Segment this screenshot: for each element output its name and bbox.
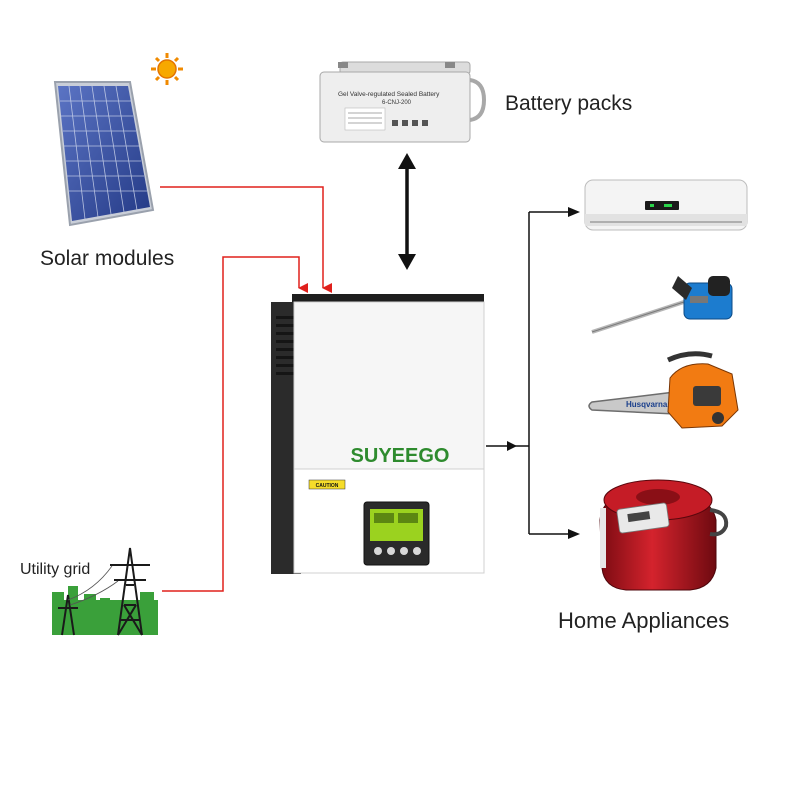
solar-panel-icon <box>53 81 155 227</box>
battery-icon: Gel Valve-regulated Sealed Battery 6-CNJ… <box>319 61 487 143</box>
chainsaw-icon: Husqvarna <box>588 351 739 429</box>
demolition-hammer-icon <box>591 276 733 334</box>
grid-to-inverter-line <box>162 256 308 592</box>
inverter-control-panel <box>363 501 430 566</box>
caution-label-box <box>308 479 346 490</box>
solar-modules-label: Solar modules <box>40 247 175 270</box>
utility-grid-label: Utility grid <box>20 561 91 578</box>
battery-title: Gel Valve-regulated Sealed Battery <box>338 91 440 98</box>
air-conditioner-icon <box>584 179 748 231</box>
inverter-to-appliances-lines <box>486 207 580 539</box>
caution-label: CAUTION <box>316 483 339 489</box>
battery-packs-label: Battery packs <box>505 92 633 115</box>
solar-to-inverter-line <box>160 186 332 293</box>
battery-model: 6-CNJ-200 <box>382 100 412 106</box>
sun-icon <box>151 53 183 85</box>
inverter-icon: SUYEEGO CAUTION <box>271 294 485 574</box>
home-appliances-label: Home Appliances <box>558 608 730 633</box>
inverter-brand: SUYEEGO <box>351 445 450 467</box>
chainsaw-brand: Husqvarna <box>626 400 668 409</box>
rice-cooker-icon <box>599 479 729 591</box>
power-tower-icon <box>52 547 158 636</box>
battery-inverter-double-arrow <box>398 153 416 270</box>
